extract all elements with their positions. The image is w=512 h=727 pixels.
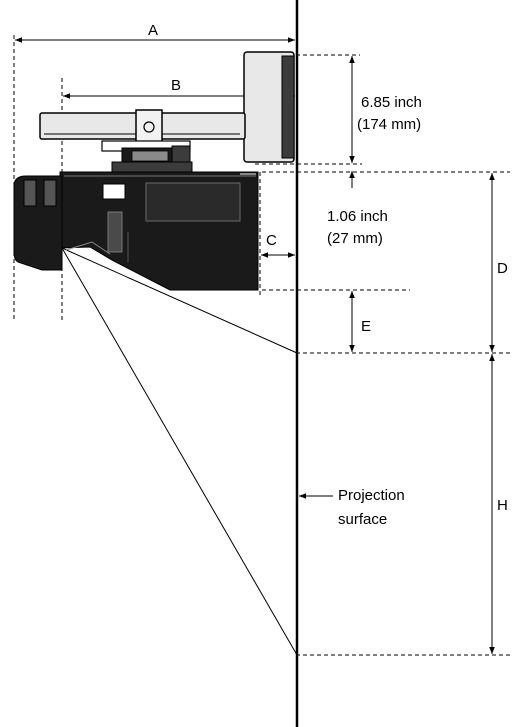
- gap-mm-label: (27 mm): [327, 230, 383, 247]
- dimension-c-label: C: [266, 232, 277, 249]
- dimension-h-label: H: [497, 497, 508, 514]
- projection-beam-upper: [61, 247, 298, 354]
- projection-surface-label-line1: Projection: [338, 487, 405, 504]
- dimension-b-label: B: [171, 77, 181, 94]
- gap-inch-label: 1.06 inch: [327, 208, 388, 225]
- projection-surface-label-line2: surface: [338, 511, 387, 528]
- wall-plate: [243, 51, 295, 163]
- projector-body: [13, 171, 259, 291]
- dimension-d-label: D: [497, 260, 508, 277]
- dimension-e-label: E: [361, 318, 371, 335]
- arm-height-mm-label: (174 mm): [357, 116, 421, 133]
- adjustment-bracket: [101, 109, 193, 173]
- projection-beam-lower: [61, 247, 298, 656]
- arm-height-inch-label: 6.85 inch: [361, 94, 422, 111]
- dimension-a-label: A: [148, 22, 158, 39]
